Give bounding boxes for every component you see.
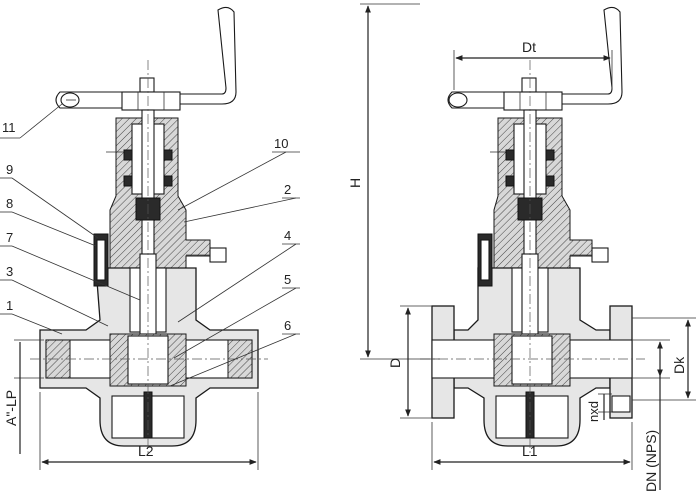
callout-1: 1	[6, 298, 13, 313]
right-stem-nut	[521, 77, 537, 93]
callout-11: 11	[2, 120, 16, 135]
right-grease-fitting	[591, 247, 609, 263]
callout-3: 3	[6, 264, 13, 279]
dimension-lines	[14, 3, 696, 490]
dim-dt: Dt	[522, 39, 536, 55]
dim-d: D	[387, 358, 403, 368]
left-handwheel-hub	[121, 91, 181, 111]
dim-h: H	[347, 178, 363, 188]
dim-dn: DN (NPS)	[643, 430, 659, 492]
left-handle-lever	[177, 6, 237, 105]
callout-10: 10	[274, 136, 288, 151]
dim-a-lp: A"-LP	[3, 390, 19, 426]
dim-dk: Dk	[671, 356, 687, 374]
dim-l1: L1	[522, 443, 538, 459]
dim-nxd: nxd	[586, 401, 601, 422]
left-stem-nut	[139, 77, 155, 93]
right-handle-lever	[557, 6, 623, 105]
right-handle-knob	[448, 92, 468, 108]
callout-5: 5	[284, 272, 291, 287]
left-grease-fitting	[209, 247, 227, 263]
callout-8: 8	[6, 196, 13, 211]
callout-6: 6	[284, 318, 291, 333]
left-view	[30, 6, 268, 455]
right-view	[420, 6, 645, 455]
callout-7: 7	[6, 230, 13, 245]
callout-4: 4	[284, 228, 291, 243]
dim-l2: L2	[138, 443, 154, 459]
left-thread-right	[227, 339, 253, 379]
callout-9: 9	[6, 162, 13, 177]
callout-leaders	[0, 103, 300, 387]
callout-2: 2	[284, 182, 291, 197]
right-handwheel-hub	[503, 91, 563, 111]
